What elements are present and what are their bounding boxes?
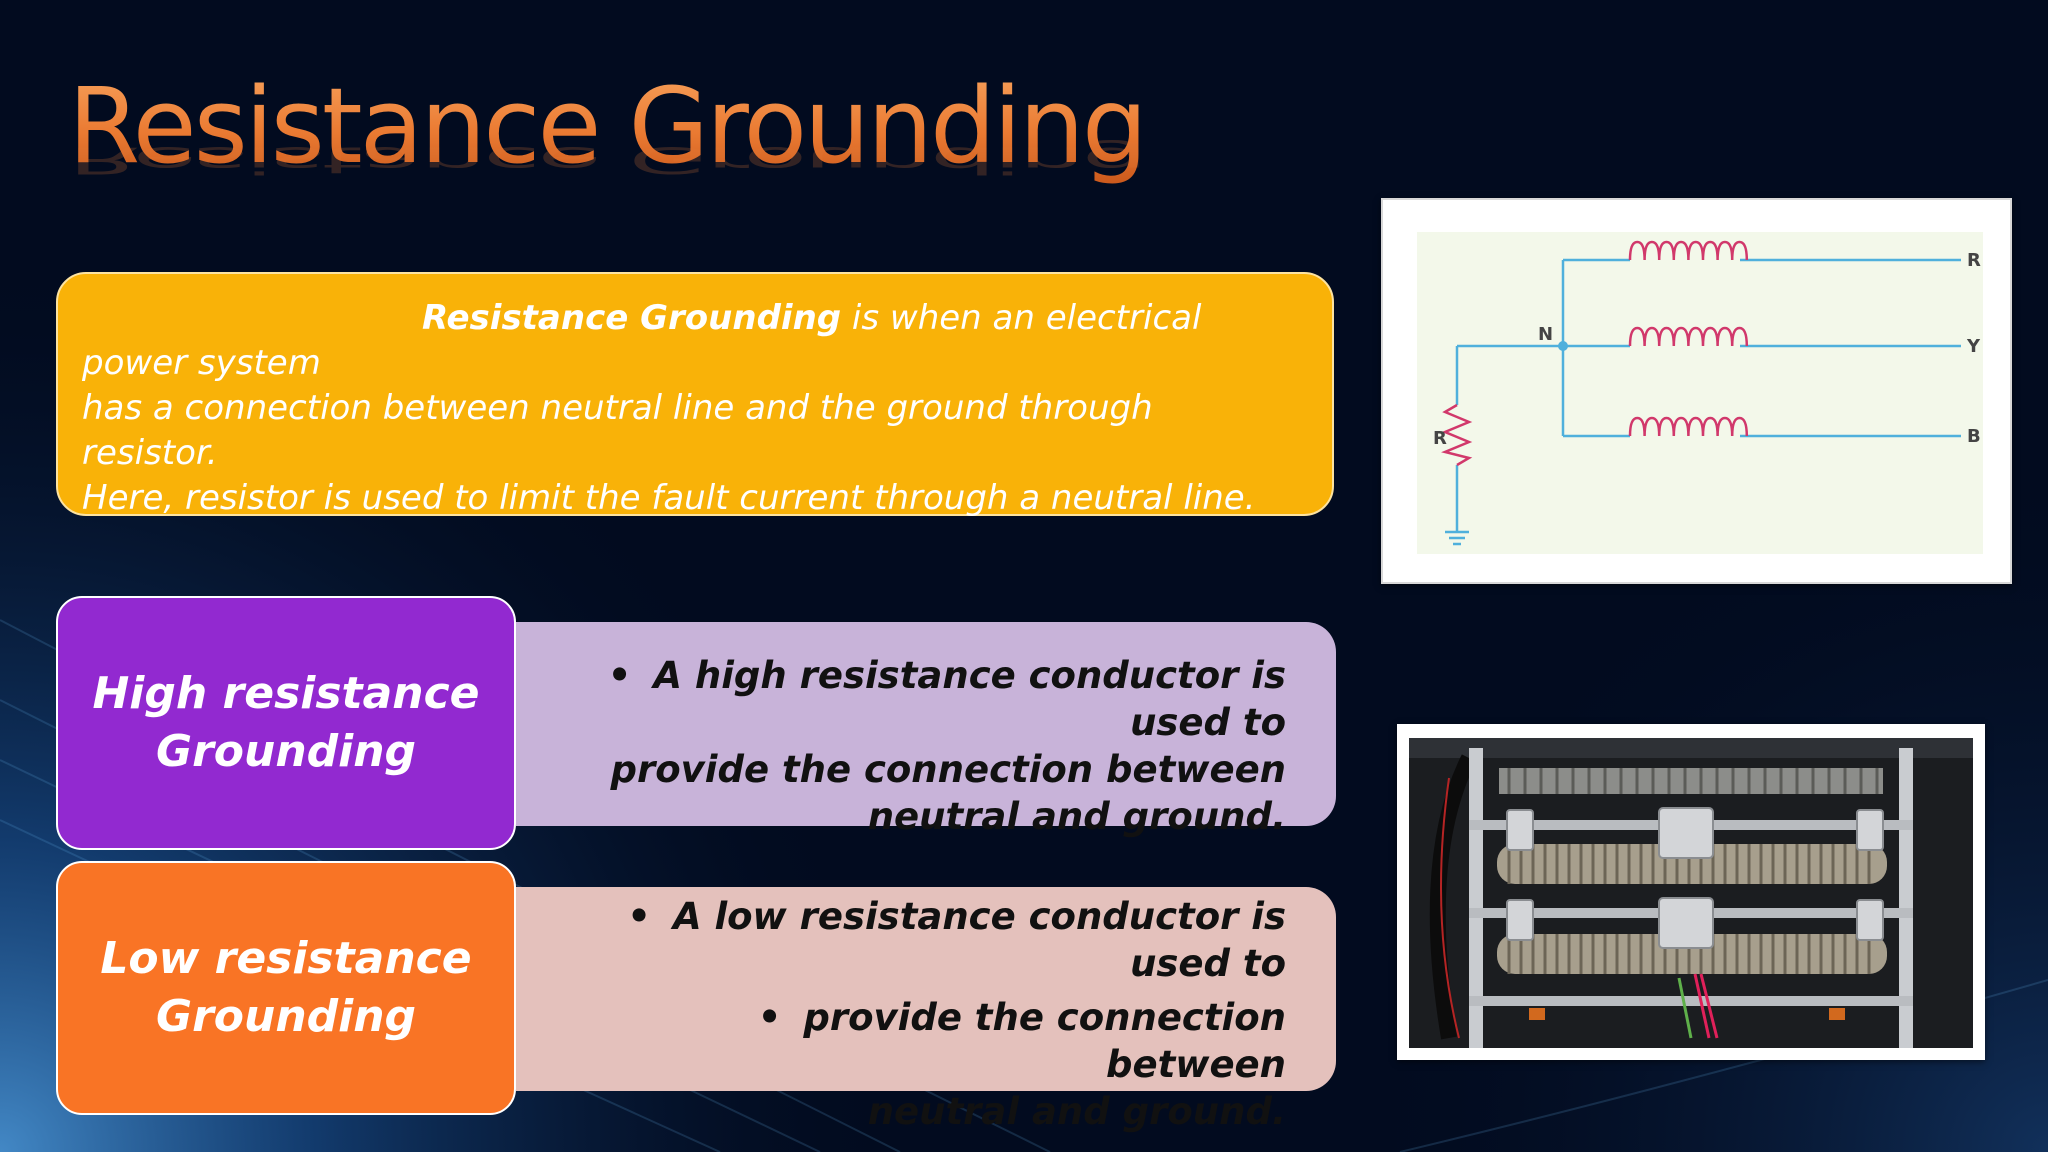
diagram-panel bbox=[1417, 232, 1983, 554]
high-desc-line-1: A high resistance conductor is used to bbox=[576, 652, 1286, 746]
resistor-bank-illustration bbox=[1409, 738, 1973, 1048]
high-resistance-label: High resistance Grounding bbox=[56, 596, 516, 850]
low-label-line-1: Low resistance bbox=[100, 933, 472, 984]
high-label-line-1: High resistance bbox=[92, 668, 480, 719]
neutral-node bbox=[1558, 341, 1568, 351]
slide-title-reflection: Resistance Grounding bbox=[68, 138, 1145, 182]
circuit-diagram: R N R Y B bbox=[1381, 198, 2012, 584]
resistor-bank-photo bbox=[1397, 724, 1985, 1060]
definition-line-3: Here, resistor is used to limit the faul… bbox=[82, 478, 1256, 518]
slide-title: Resistance Grounding bbox=[68, 65, 1148, 187]
ground-symbol bbox=[1445, 530, 1469, 546]
definition-line-1-rest: is when an electrical power system bbox=[82, 298, 1202, 383]
neutral-label: N bbox=[1538, 324, 1553, 345]
circuit-diagram-svg: R N R Y B bbox=[1417, 232, 1983, 554]
high-desc-line-3: neutral and ground. bbox=[867, 795, 1286, 838]
high-resistance-description: A high resistance conductor is used to p… bbox=[516, 622, 1336, 838]
high-desc-line-2: provide the connection between bbox=[610, 748, 1286, 791]
high-label-line-2: Grounding bbox=[155, 726, 417, 777]
low-desc-line-2: provide the connection between bbox=[576, 994, 1286, 1088]
phase-b-label: B bbox=[1967, 426, 1981, 447]
resistor-zigzag bbox=[1441, 403, 1473, 467]
low-label-line-2: Grounding bbox=[155, 991, 417, 1042]
coil-y bbox=[1628, 326, 1749, 347]
low-desc-line-1: A low resistance conductor is used to bbox=[576, 893, 1286, 987]
low-resistance-label: Low resistance Grounding bbox=[56, 861, 516, 1115]
phase-r-label: R bbox=[1967, 250, 1981, 271]
coil-r bbox=[1628, 240, 1749, 261]
phase-y-label: Y bbox=[1966, 336, 1981, 357]
definition-box: Resistance Grounding is when an electric… bbox=[56, 272, 1334, 518]
low-desc-line-3: neutral and ground. bbox=[867, 1090, 1286, 1133]
low-resistance-description: A low resistance conductor is used to pr… bbox=[516, 887, 1336, 1133]
definition-line-1: Resistance Grounding is when an electric… bbox=[82, 296, 1298, 386]
definition-term: Resistance Grounding bbox=[422, 298, 842, 338]
coil-b bbox=[1628, 416, 1749, 437]
definition-line-2: has a connection between neutral line an… bbox=[82, 388, 1153, 473]
resistor-label: R bbox=[1433, 428, 1447, 449]
